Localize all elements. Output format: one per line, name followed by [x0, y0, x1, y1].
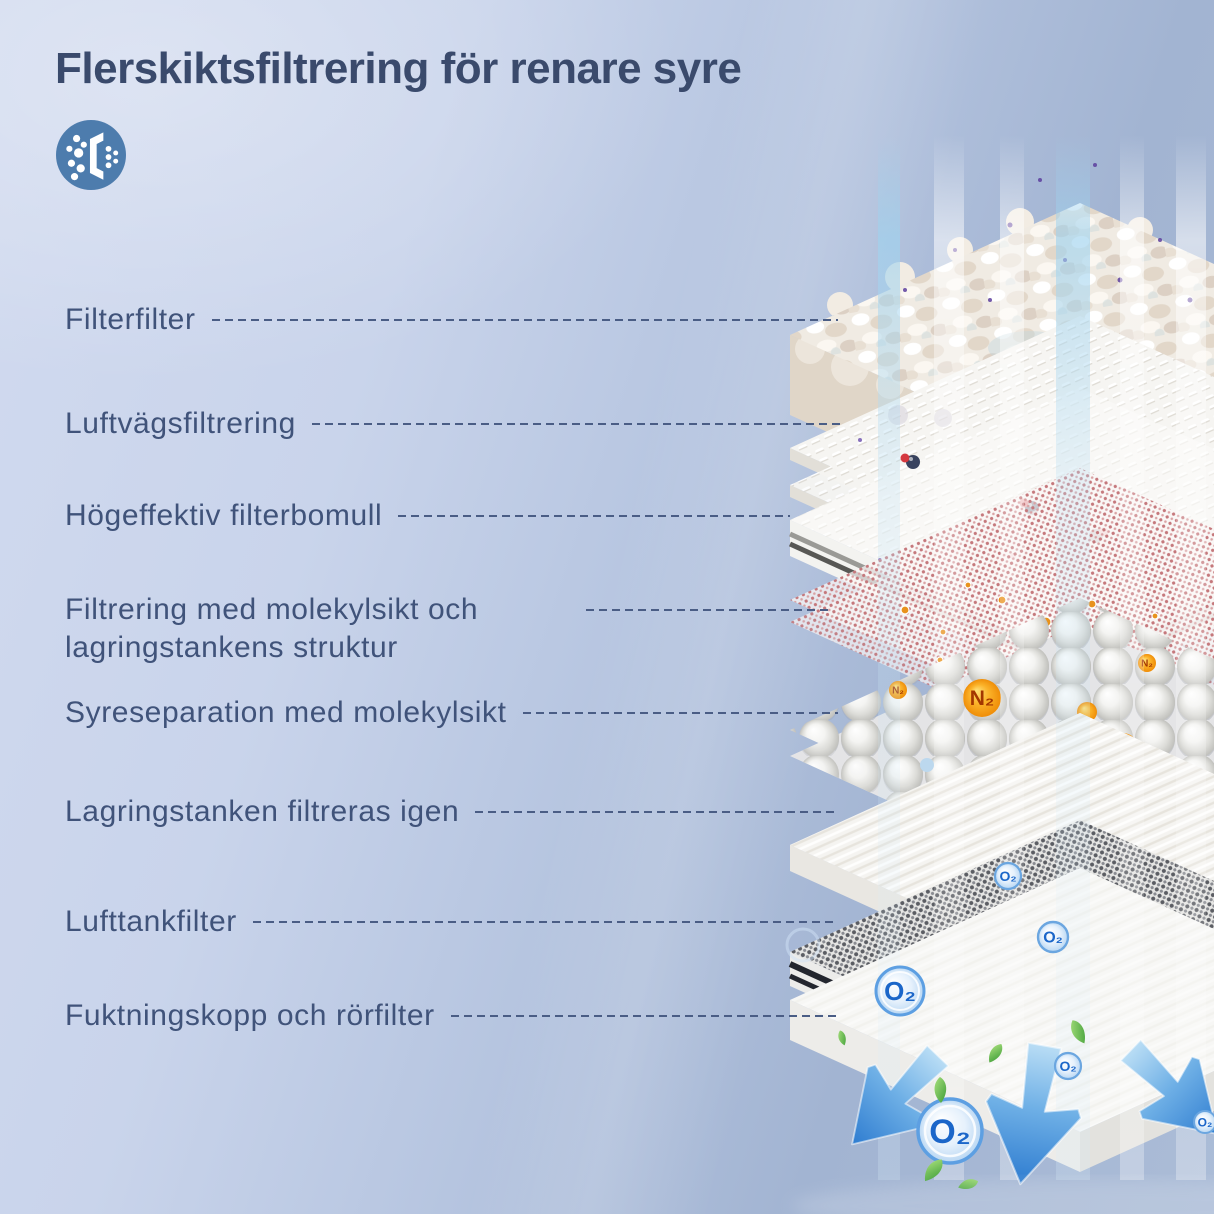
label-row-lagringstanken: Lagringstanken filtreras igen: [65, 793, 838, 831]
label-row-luftvagsfiltrering: Luftvägsfiltrering: [65, 405, 845, 443]
label-row-molekylsikt: Filtrering med molekylsikt och lagringst…: [65, 591, 832, 667]
airflow-arrows: [851, 1038, 1214, 1186]
layer-label: Filtrering med molekylsikt och lagringst…: [65, 593, 479, 664]
label-row-hogeffektiv-filterbomull: Högeffektiv filterbomull: [65, 497, 790, 535]
leader-line: [450, 1015, 838, 1017]
leader-line: [211, 319, 838, 321]
svg-text:O₂: O₂: [999, 868, 1016, 884]
label-row-lufttankfilter: Lufttankfilter: [65, 903, 838, 941]
svg-text:N₂: N₂: [970, 687, 995, 710]
leader-line: [252, 921, 838, 923]
air-streams: [878, 135, 1206, 1180]
airflow-arrow-right: [1119, 1038, 1214, 1135]
layer-label: Fuktningskopp och rörfilter: [65, 999, 435, 1032]
layer-label: Lagringstanken filtreras igen: [65, 795, 460, 828]
airflow-arrow-center: [984, 1041, 1083, 1186]
leader-line: [522, 712, 838, 714]
layer-label: Högeffektiv filterbomull: [65, 499, 383, 532]
layer-label: Syreseparation med molekylsikt: [65, 696, 507, 729]
label-row-syreseparation: Syreseparation med molekylsikt: [65, 694, 838, 732]
oxygen-bubbles: O₂ O₂ O₂ O₂ O₂ O₂: [785, 861, 1214, 1165]
label-row-filterfilter: Filterfilter: [65, 301, 838, 339]
svg-text:O₂: O₂: [884, 976, 916, 1006]
leader-line: [311, 423, 845, 425]
svg-text:O₂: O₂: [1059, 1058, 1076, 1074]
leader-line: [398, 515, 790, 517]
filtration-particles-icon: [56, 120, 126, 190]
leader-line: [586, 609, 832, 611]
leader-line: [475, 811, 838, 813]
page-title: Flerskiktsfiltrering för renare syre: [55, 44, 742, 93]
layer-label: Luftvägsfiltrering: [65, 407, 296, 440]
layer-label: Filterfilter: [65, 303, 196, 336]
svg-text:N₂: N₂: [1141, 659, 1153, 670]
label-row-fuktningskopp: Fuktningskopp och rörfilter: [65, 997, 838, 1035]
svg-text:O₂: O₂: [1043, 930, 1063, 947]
svg-text:O₂: O₂: [929, 1113, 971, 1151]
svg-text:O₂: O₂: [1198, 1116, 1213, 1130]
layer-label: Lufttankfilter: [65, 905, 237, 938]
